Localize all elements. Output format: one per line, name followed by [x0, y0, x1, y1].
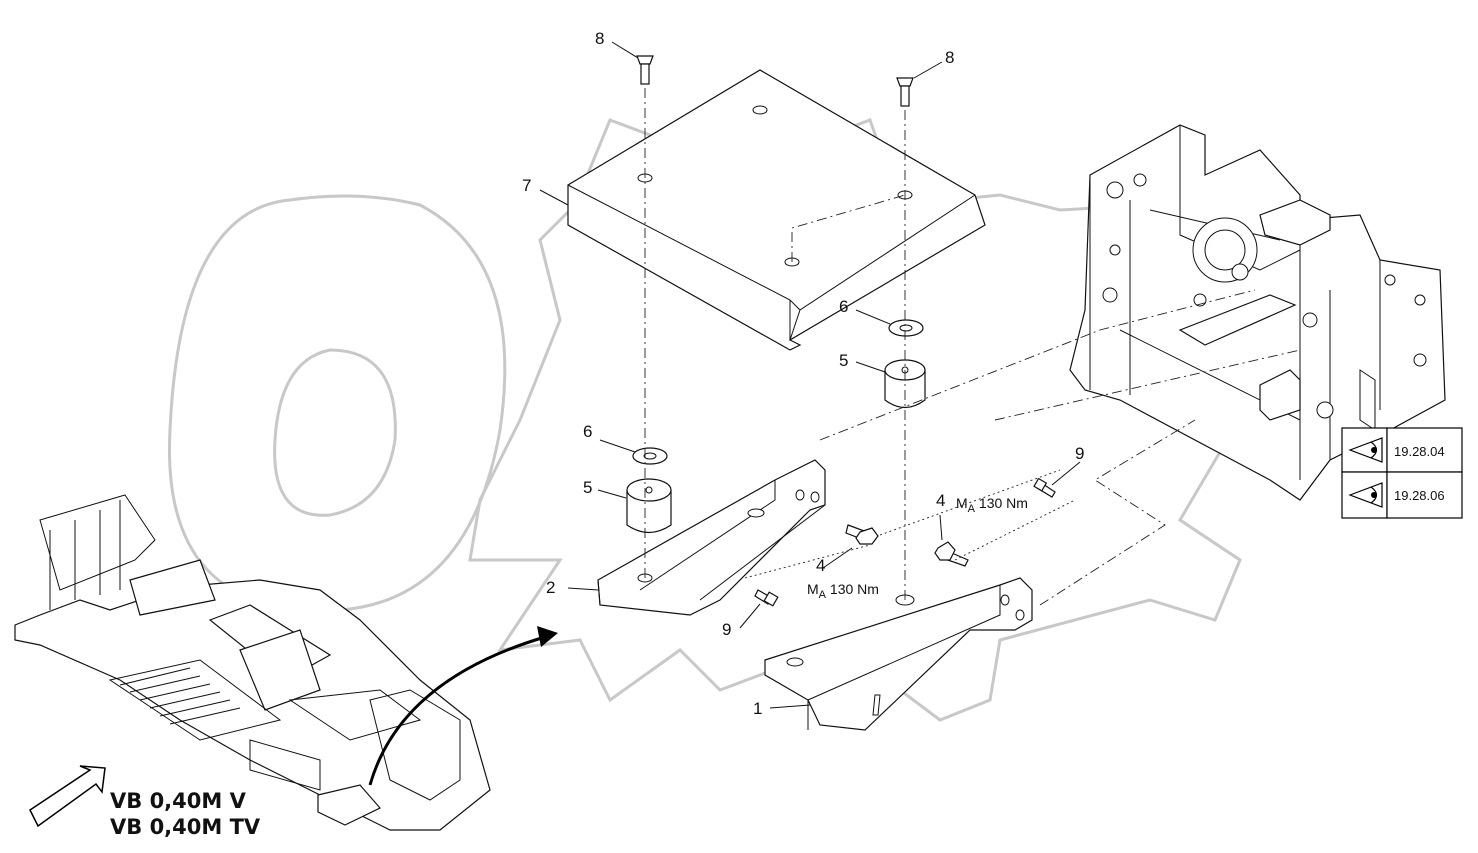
callout-1: 1 [753, 699, 762, 718]
small-bolt-right [1033, 477, 1056, 498]
callout-2: 2 [546, 578, 555, 597]
callout-5-left: 5 [583, 478, 592, 497]
callout-6-left: 6 [583, 422, 592, 441]
torque-spec-left: MA 130 Nm [807, 581, 879, 601]
callout-5-right: 5 [839, 351, 848, 370]
top-plate [567, 69, 986, 351]
bracket-right [764, 577, 1033, 731]
callout-8-left: 8 [595, 29, 604, 48]
reference-label-2[interactable]: 19.28.06 [1394, 488, 1445, 503]
callout-9-left: 9 [722, 620, 731, 639]
hex-bolt-right [934, 541, 969, 567]
callout-6-right: 6 [839, 297, 848, 316]
hex-bolt-left [845, 524, 879, 545]
direction-arrow [29, 765, 106, 828]
variant-label-2: VB 0,40M TV [110, 815, 261, 839]
callout-4-left: 4 [816, 556, 825, 575]
leader-lines [539, 41, 1081, 709]
reference-box-1[interactable] [1341, 427, 1463, 473]
small-bolt-left [754, 589, 779, 607]
reference-box-2[interactable] [1341, 471, 1463, 519]
assembly-lines [644, 88, 1301, 606]
callout-7: 7 [522, 176, 531, 195]
callout-9-right: 9 [1075, 444, 1084, 463]
reference-label-1[interactable]: 19.28.04 [1394, 444, 1445, 459]
location-arrow [368, 626, 558, 786]
bracket-left [597, 459, 826, 616]
callout-8-right: 8 [945, 48, 954, 67]
variant-label-1: VB 0,40M V [110, 789, 247, 813]
paver-machine [14, 494, 491, 831]
countersunk-screw-left [636, 55, 654, 85]
torque-spec-right: MA 130 Nm [956, 495, 1028, 515]
countersunk-screw-right [896, 77, 914, 107]
callout-4-right: 4 [936, 491, 945, 510]
machine-frame [1069, 124, 1446, 501]
rubber-buffer-right [884, 359, 926, 409]
rubber-buffer-left [626, 478, 672, 534]
